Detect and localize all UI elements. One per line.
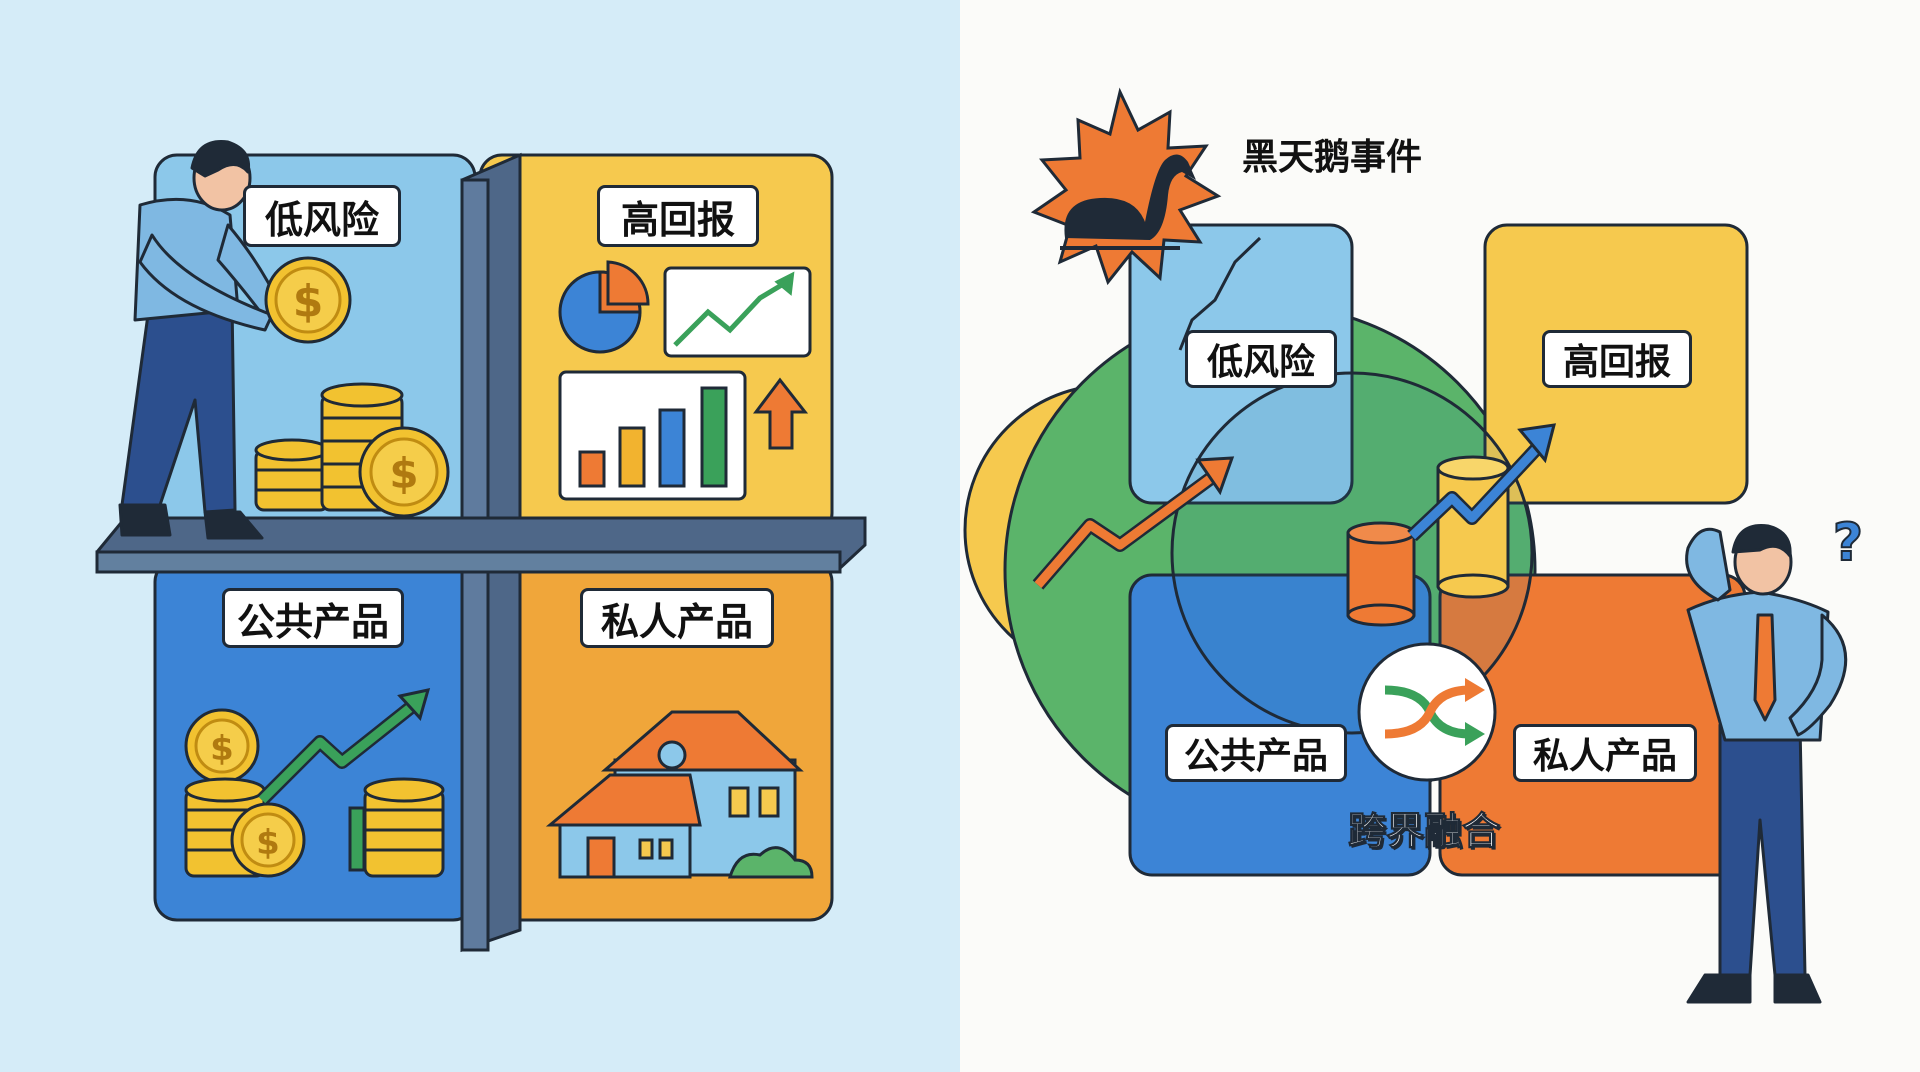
label-cross-fusion: 跨界融合 [1347,809,1501,854]
coin-symbol-public-1: $ [210,729,234,769]
pie-chart-icon [558,260,650,354]
right-panel: ? 黑天鹅事件 低风险 高回报 公共产品 私人产品 跨界融合 [960,0,1920,1072]
label-private-goods-right: 私人产品 [1513,724,1697,782]
coin-stack-icon [254,382,450,518]
coin-symbol-public-2: $ [256,823,280,863]
label-public-goods-right: 公共产品 [1165,724,1347,782]
house-icon [545,710,814,879]
coin-symbol: $ [293,276,324,327]
trend-arrow-icon-orange [1032,456,1235,590]
person-icon [118,140,282,540]
shuffle-icon [1357,642,1497,782]
trend-chart-icon [663,266,812,358]
left-quadrant-art: $ $ [95,140,867,953]
label-private-goods: 私人产品 [580,588,774,648]
label-public-goods: 公共产品 [222,588,404,648]
right-fusion-art: ? [963,87,1864,1004]
cylinder-icon [1346,455,1510,627]
black-swan-icon [1060,154,1196,250]
confused-person-icon [1685,524,1848,1004]
question-mark: ? [1833,513,1863,573]
crack-icon [1178,236,1262,351]
label-black-swan: 黑天鹅事件 [1242,137,1423,178]
coin-icon: $ [264,256,352,344]
label-low-risk-right: 低风险 [1185,330,1337,388]
coin-symbol-stack: $ [389,449,418,498]
left-panel: $ $ [0,0,960,1072]
trend-arrow-icon-blue [1407,423,1557,542]
coin-stack-icon-public [184,708,445,878]
label-high-return-right: 高回报 [1542,330,1692,388]
trend-arrow-icon-public [257,688,431,805]
bar-chart-icon [558,370,747,501]
label-high-return: 高回报 [597,185,759,247]
label-low-risk: 低风险 [243,185,401,247]
up-arrow-icon [753,377,809,450]
cross-divider [95,152,867,953]
